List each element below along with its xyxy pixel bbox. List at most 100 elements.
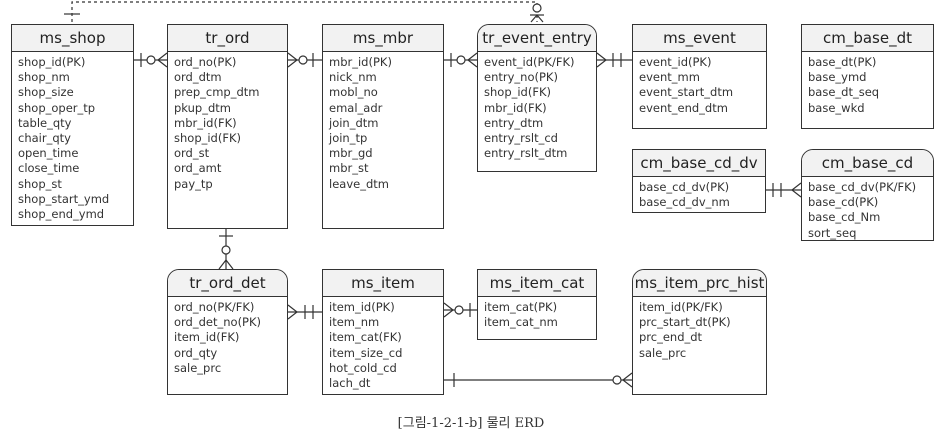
field-item: entry_rslt_dtm [484,146,568,161]
entity-title: ms_mbr [323,25,443,52]
field-item: ord_qty [174,345,218,360]
field-item: mbr_id(FK) [174,115,237,130]
field-item: base_cd_dv_nm [639,195,730,210]
figure-caption: [그림-1-2-1-b] 물리 ERD [397,416,545,431]
field-item: chair_qty [18,131,71,146]
field-item: lach_dt [329,376,371,391]
entity-title: ms_event [633,25,766,52]
field-item: mbr_id(FK) [484,100,547,115]
field-item: event_mm [639,70,700,85]
entity-ms-item-cat[interactable]: ms_item_cat item_cat(PK)item_cat_nm [477,269,597,340]
field-list: event_id(PK/FK)entry_no(PK)shop_id(FK)mb… [478,52,596,161]
entity-title: cm_base_cd [802,150,933,177]
field-item: base_dt(PK) [808,55,877,69]
field-item: event_id(PK) [639,55,712,69]
field-item: item_id(PK/FK) [639,300,723,314]
field-item: shop_size [18,85,74,100]
entity-title: ms_item [323,270,443,297]
field-item: base_cd_dv(PK/FK) [808,180,917,194]
field-item: shop_id(FK) [174,131,241,146]
field-item: base_cd_Nm [808,210,881,225]
field-item: event_start_dtm [639,85,734,100]
entity-tr-ord-det[interactable]: tr_ord_det ord_no(PK/FK)ord_det_no(PK)it… [167,269,288,395]
field-item: item_cat_nm [484,315,558,330]
field-item: entry_dtm [484,115,544,130]
entity-ms-item-prc-hist[interactable]: ms_item_prc_hist item_id(PK/FK)prc_start… [632,269,767,395]
field-item: item_cat(PK) [484,300,558,314]
rel-mark [532,3,542,13]
entity-title: tr_ord [168,25,287,52]
field-item: prep_cmp_dtm [174,85,260,100]
field-item: shop_st [18,176,62,191]
field-item: base_wkd [808,100,865,115]
field-item: sort_seq [808,225,857,240]
field-item: base_dt_seq [808,85,880,100]
field-item: item_id(PK) [329,300,395,314]
entity-tr-event-entry[interactable]: tr_event_entry event_id(PK/FK)entry_no(P… [477,24,597,172]
field-item: entry_rslt_cd [484,131,558,146]
field-item: sale_prc [174,360,222,375]
field-item: base_cd(PK) [808,195,879,210]
field-list: base_cd_dv(PK)base_cd_dv_nm [633,177,765,210]
field-item: ord_no(PK) [174,55,237,69]
field-item: shop_end_ymd [18,207,105,222]
field-item: ord_dtm [174,70,222,85]
field-item: ord_det_no(PK) [174,315,262,330]
field-item: leave_dtm [329,176,389,191]
field-item: prc_start_dt(PK) [639,315,731,330]
field-item: ord_amt [174,161,222,176]
field-list: item_cat(PK)item_cat_nm [478,297,596,330]
field-item: join_tp [329,131,368,146]
field-item: emal_adr [329,100,383,115]
entity-title: ms_item_cat [478,270,596,297]
field-item: item_cat(FK) [329,330,402,345]
field-item: item_id(FK) [174,330,240,345]
field-item: item_size_cd [329,345,403,360]
field-item: shop_nm [18,70,70,85]
field-item: mbr_id(PK) [329,55,392,69]
field-item: base_cd_dv(PK) [639,180,730,194]
field-list: item_id(PK/FK)prc_start_dt(PK)prc_end_dt… [633,297,766,361]
rel-shop-event-entry-dashed [71,1,538,22]
field-item: open_time [18,146,79,161]
field-item: pay_tp [174,176,213,191]
field-item: pkup_dtm [174,100,231,115]
field-item: event_id(PK/FK) [484,55,575,69]
field-item: entry_no(PK) [484,70,558,85]
field-item: ord_st [174,146,210,161]
entity-title: cm_base_dt [802,25,933,52]
field-item: join_dtm [329,115,379,130]
entity-title: tr_ord_det [168,270,287,297]
entity-title: ms_item_prc_hist [633,270,766,297]
entity-cm-base-cd-dv[interactable]: cm_base_cd_dv base_cd_dv(PK)base_cd_dv_n… [632,149,766,213]
field-item: mbr_st [329,161,369,176]
field-item: nick_nm [329,70,377,85]
field-item: mbr_gd [329,146,373,161]
entity-cm-base-cd[interactable]: cm_base_cd base_cd_dv(PK/FK)base_cd(PK)b… [801,149,934,241]
field-item: sale_prc [639,345,687,360]
field-item: ord_no(PK/FK) [174,300,255,314]
field-item: table_qty [18,115,72,130]
field-item: item_nm [329,315,380,330]
field-item: prc_end_dt [639,330,703,345]
field-list: ord_no(PK/FK)ord_det_no(PK)item_id(FK)or… [168,297,287,376]
rel-mark [530,14,544,23]
field-item: shop_id(FK) [484,85,551,100]
field-item: shop_id(PK) [18,55,86,69]
entity-title: tr_event_entry [478,25,596,52]
field-item: hot_cold_cd [329,360,397,375]
entity-title: cm_base_cd_dv [633,150,765,177]
field-item: close_time [18,161,80,176]
